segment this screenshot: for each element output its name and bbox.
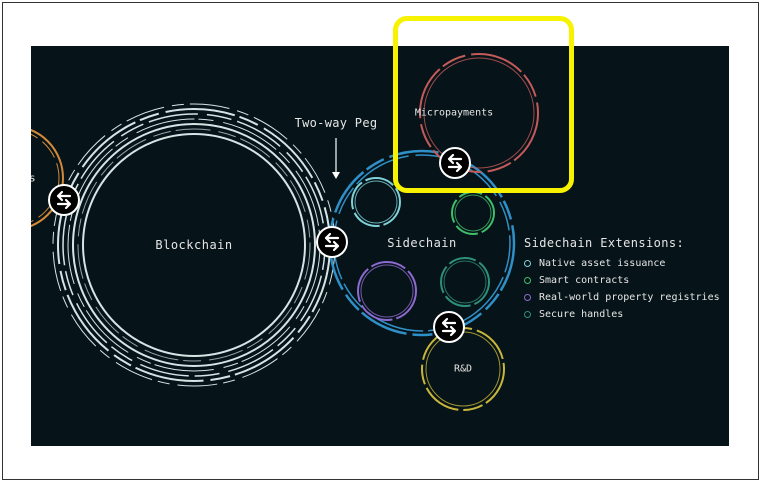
peg-connector-micropayments-icon [439,147,471,179]
extension-ring-native-asset [351,177,401,227]
sidechain-diagram [31,53,539,411]
legend-title: Sidechain Extensions: [524,236,685,250]
rd-label: R&D [453,363,473,375]
legend-item-label: Secure handles [539,309,624,320]
extension-ring-property-registries [357,261,417,321]
micropayments-ring [419,53,539,173]
legend-item: Real-world property registries [524,289,720,306]
diagram-canvas: s Blockchain Sidechain Micropayments R&D… [31,46,729,446]
legend-item: Secure handles [524,306,720,323]
legend-dot-icon [524,277,531,284]
legend-item-label: Smart contracts [539,275,630,286]
micropayments-label: Micropayments [414,107,494,119]
blockchain-label: Blockchain [155,238,233,252]
extension-ring-smart-contracts [451,191,495,235]
peg-connector-rd-icon [433,311,465,343]
legend-dot-icon [524,294,531,301]
partial-left-label: s [31,171,36,185]
legend-item-label: Native asset issuance [539,258,666,269]
sidechain-label: Sidechain [387,236,457,250]
peg-connector-blockchain-sidechain-icon [316,226,348,258]
legend-item: Native asset issuance [524,255,720,272]
screenshot-frame: s Blockchain Sidechain Micropayments R&D… [2,2,759,480]
legend-dot-icon [524,260,531,267]
sidechain-extensions-legend: Sidechain Extensions: Native asset issua… [524,236,720,323]
peg-connector-left-icon [48,184,80,216]
legend-item: Smart contracts [524,272,720,289]
extension-ring-secure-handles [440,257,490,307]
two-way-peg-arrow [332,138,340,179]
two-way-peg-label: Two-way Peg [294,116,378,130]
legend-item-label: Real-world property registries [539,292,720,303]
legend-dot-icon [524,311,531,318]
partial-left-ring [31,128,64,228]
